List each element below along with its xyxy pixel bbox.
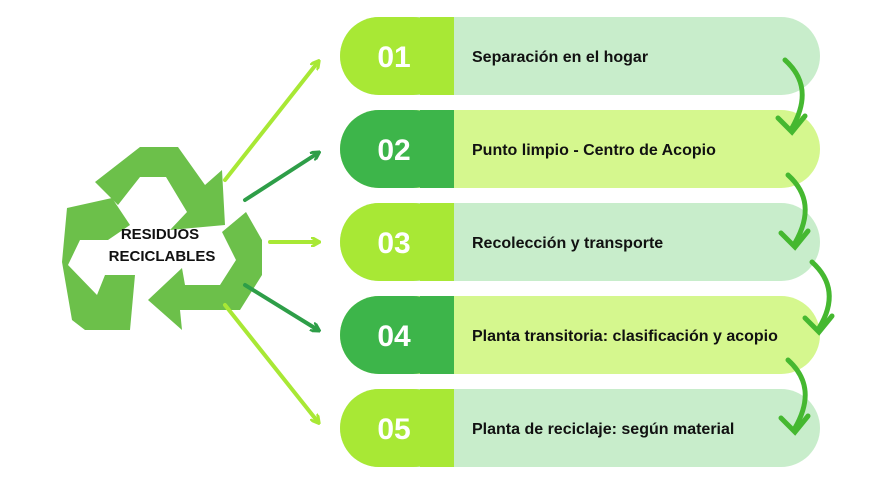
- step-badge-edge: [420, 389, 454, 467]
- step-panel: [340, 296, 820, 374]
- step-label: Planta de reciclaje: según material: [472, 421, 734, 438]
- step-panel: [340, 203, 820, 281]
- curved-down-arrow-icon: [802, 259, 835, 336]
- step-panel: [340, 110, 820, 188]
- step-label: Planta transitoria: clasificación y acop…: [472, 328, 778, 345]
- step-badge-edge: [420, 296, 454, 374]
- connector-arrow-icon: [223, 303, 318, 422]
- step-panel: [340, 389, 820, 467]
- connector-arrow-icon: [223, 62, 318, 182]
- step-number: 05: [377, 413, 410, 446]
- step-row: 02 Punto limpio - Centro de Acopio: [340, 110, 820, 188]
- step-badge-edge: [420, 110, 454, 188]
- step-badge-edge: [420, 203, 454, 281]
- recycle-symbol-icon: RESIDUOS RECICLABLES: [62, 147, 262, 330]
- step-panel: [340, 17, 820, 95]
- step-number: 01: [377, 41, 410, 74]
- curved-down-arrow-icon: [778, 172, 811, 251]
- step-badge-edge: [420, 17, 454, 95]
- center-label-line1: RESIDUOS: [121, 226, 199, 243]
- curved-down-arrow-icon: [775, 57, 808, 136]
- step-label: Punto limpio - Centro de Acopio: [472, 142, 716, 159]
- step-number: 03: [377, 227, 410, 260]
- step-label: Recolección y transporte: [472, 235, 663, 252]
- step-label: Separación en el hogar: [472, 49, 648, 66]
- curved-arrows: [775, 57, 835, 436]
- curved-down-arrow-icon: [778, 357, 811, 436]
- connector-arrow-icon: [243, 283, 318, 330]
- connector-arrow-icon: [243, 153, 318, 202]
- center-label-line2: RECICLABLES: [109, 248, 216, 265]
- step-row: 03 Recolección y transporte: [340, 203, 820, 281]
- step-number: 02: [377, 134, 410, 167]
- step-row: 05 Planta de reciclaje: según material: [340, 389, 820, 467]
- step-row: 04 Planta transitoria: clasificación y a…: [340, 296, 820, 374]
- step-row: 01 Separación en el hogar: [340, 17, 820, 95]
- connector-arrows: [223, 62, 318, 422]
- step-number: 04: [377, 320, 411, 353]
